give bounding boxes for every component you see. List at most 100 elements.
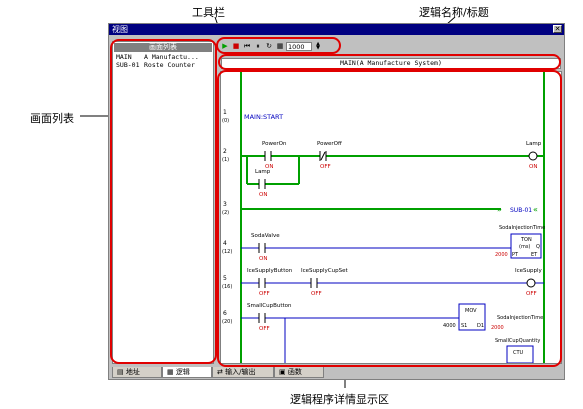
mov-dest-var: SodaInjectionTime <box>497 315 543 321</box>
coil-label: Lamp <box>526 141 542 147</box>
contact-state: OFF <box>311 291 322 297</box>
contact-label: PowerOn <box>262 141 287 147</box>
toolbar-callout-label: 工具栏 <box>192 6 225 19</box>
screen-list-callout-label: 画面列表 <box>30 112 74 125</box>
tab-logic[interactable]: ▦ 逻辑 <box>162 367 212 378</box>
timer-unit: (ms) <box>519 244 530 250</box>
list-item-desc: Roste Counter <box>144 61 195 69</box>
coil-icesupply <box>526 278 536 288</box>
mov-d1-pin: D1 <box>477 323 484 329</box>
logic-icon: ▦ <box>167 368 176 376</box>
contact-state: OFF <box>320 164 331 170</box>
counter-type: CTU <box>513 350 524 356</box>
window-titlebar: 视图 <box>109 24 564 35</box>
contact-poweron <box>265 152 271 160</box>
rung-number: 3 <box>223 201 227 208</box>
scan-time-input[interactable]: 1000 <box>286 42 312 51</box>
contact-state: OFF <box>259 326 270 332</box>
io-icon: ⇄ <box>217 368 226 376</box>
function-icon: ▣ <box>279 368 288 376</box>
bottom-tabs: ▤ 地址 ▦ 逻辑 ⇄ 输入/输出 ▣ 函数 <box>112 367 352 378</box>
rung-step: (16) <box>222 284 232 290</box>
rung-number: 6 <box>223 310 227 317</box>
window-title: 视图 <box>112 25 128 34</box>
contact-label: Lamp <box>255 169 271 175</box>
contact-nc-slash <box>320 151 326 161</box>
contact-sodavalve <box>259 244 265 252</box>
timer-preset: 2000 <box>495 252 508 258</box>
screen-list-header: 画面列表 <box>114 43 212 52</box>
timer-pt-pin: PT <box>512 252 519 258</box>
counter-block <box>506 345 534 363</box>
timer-q-pin: Q <box>536 244 540 250</box>
jump-arrow-icon: » <box>497 205 502 214</box>
close-button[interactable]: ✕ <box>553 25 562 33</box>
screen-list-panel: 画面列表 MAIN A Manufactu... SUB-01 Roste Co… <box>112 41 214 364</box>
tab-io[interactable]: ⇄ 输入/输出 <box>212 367 274 378</box>
list-item[interactable]: MAIN A Manufactu... <box>113 53 213 61</box>
tab-address[interactable]: ▤ 地址 <box>112 367 162 378</box>
tab-label: 输入/输出 <box>225 368 256 376</box>
contact-label: SmallCupButton <box>247 303 292 309</box>
tab-label: 逻辑 <box>175 368 190 376</box>
mov-dest-value: 2000 <box>491 325 504 331</box>
rung-number: 1 <box>223 109 227 116</box>
title-highlight <box>218 54 561 70</box>
contact-icesupplycupset <box>311 279 317 287</box>
contact-label: SodaValve <box>251 233 280 239</box>
list-item-desc: A Manufactu... <box>144 53 199 61</box>
view-window: 视图 ✕ 画面列表 MAIN A Manufactu... SUB-01 Ros… <box>108 23 565 380</box>
coil-state: ON <box>529 164 537 170</box>
list-item[interactable]: SUB-01 Roste Counter <box>113 61 213 69</box>
title-callout-label: 逻辑名称/标题 <box>419 6 489 19</box>
contact-state: ON <box>259 256 267 262</box>
scan-icon: ▦ <box>276 42 284 50</box>
address-icon: ▤ <box>117 368 126 376</box>
ladder-detail-area: 1 (0) MAIN:START 2 (1) PowerOn ON PowerO… <box>220 71 562 364</box>
step-back-icon[interactable]: ⏮ <box>243 42 251 50</box>
tab-function[interactable]: ▣ 函数 <box>274 367 324 378</box>
timer-var-label: SodaInjectionTime <box>499 225 545 231</box>
mov-type: MOV <box>465 308 477 314</box>
timer-et-pin: ET <box>531 252 538 258</box>
detail-area-callout-label: 逻辑程序详情显示区 <box>290 393 389 406</box>
contact-state: ON <box>259 192 267 198</box>
tab-label: 函数 <box>287 368 302 376</box>
contact-state: ON <box>265 164 273 170</box>
coil-lamp <box>528 151 538 161</box>
coil-label: IceSupply <box>515 268 543 274</box>
contact-label: IceSupplyButton <box>247 268 293 274</box>
list-item-name: SUB-01 <box>116 61 140 69</box>
rung-number: 4 <box>223 240 227 247</box>
stop-icon[interactable]: ■ <box>232 42 240 50</box>
contact-label: IceSupplyCupSet <box>301 268 348 274</box>
list-item-name: MAIN <box>116 53 132 61</box>
reset-icon[interactable]: ↻ <box>266 42 272 50</box>
detail-area-highlight <box>217 70 562 367</box>
contact-icesupplybutton <box>259 279 265 287</box>
contact-lamp <box>259 180 265 188</box>
rung-step: (2) <box>222 210 229 216</box>
mov-input: 4000 <box>443 323 456 329</box>
ladder-diagram: 1 (0) MAIN:START 2 (1) PowerOn ON PowerO… <box>222 72 545 363</box>
screen-list-highlight <box>110 39 217 364</box>
timer-type: TON <box>520 237 532 243</box>
scan-time-spinner[interactable]: ▲▼ <box>316 41 320 51</box>
rung-number: 5 <box>223 275 227 282</box>
mov-s1-pin: S1 <box>461 323 467 329</box>
rung-step: (0) <box>222 118 229 124</box>
mov-block <box>458 303 486 331</box>
counter-var-label: SmallCupQuantity <box>495 338 540 344</box>
contact-state: OFF <box>259 291 270 297</box>
rung-number: 2 <box>223 148 227 155</box>
pause-icon[interactable]: ⏸ <box>256 42 260 50</box>
rung-step: (12) <box>222 249 232 255</box>
toolbar-highlight <box>216 37 341 54</box>
jump-label: SUB-01 <box>510 207 532 214</box>
tab-label: 地址 <box>125 368 140 376</box>
rung-label-main-start: MAIN:START <box>244 113 283 121</box>
contact-label: PowerOff <box>317 141 342 147</box>
jump-return-icon: « <box>533 205 538 214</box>
timer-block <box>510 233 542 259</box>
rung-step: (1) <box>222 157 229 163</box>
